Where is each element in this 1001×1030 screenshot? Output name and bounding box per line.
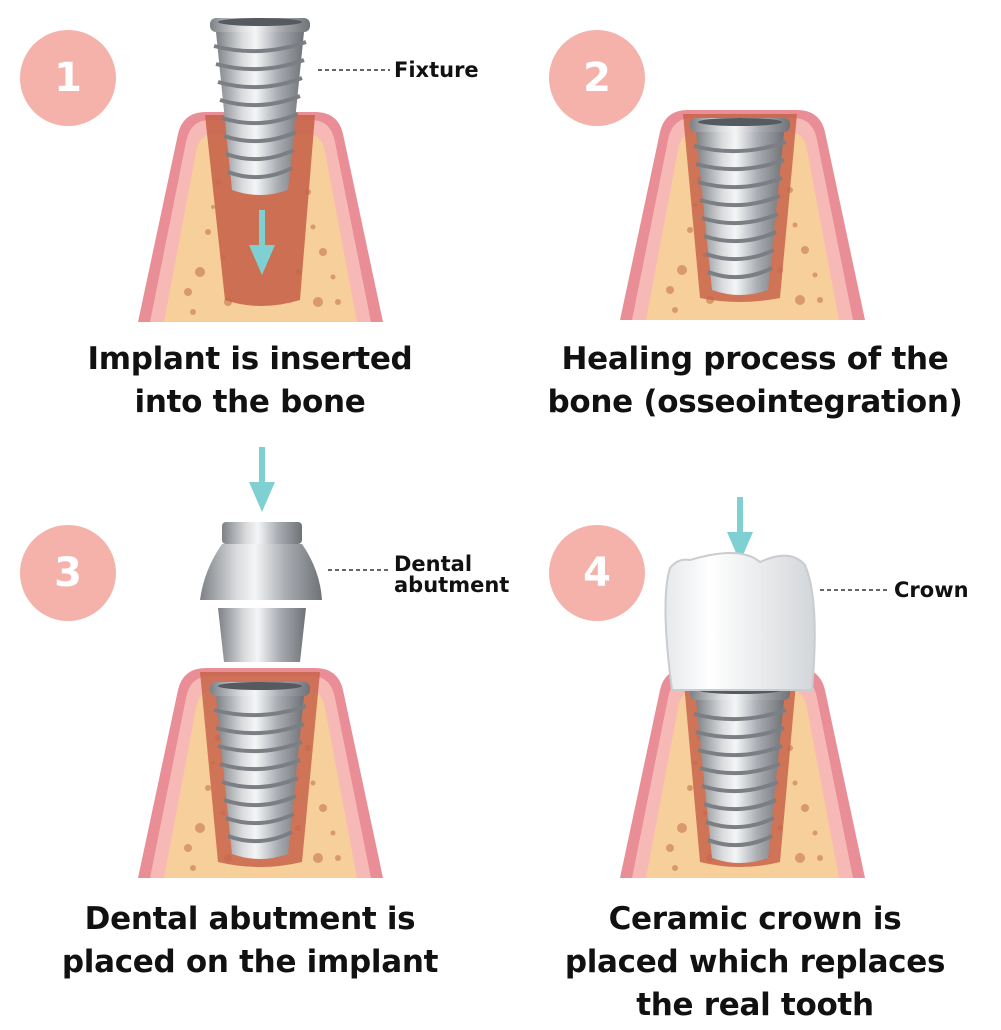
- abutment: [200, 522, 322, 662]
- abutment-label-line2: abutment: [394, 573, 510, 597]
- caption-line: Healing process of the: [561, 341, 949, 377]
- caption-line: Ceramic crown is: [608, 901, 902, 937]
- caption-line: Dental abutment is: [84, 901, 416, 937]
- caption-line: into the bone: [134, 384, 366, 420]
- step-4-caption: Ceramic crown is placed which replaces t…: [515, 898, 995, 1027]
- abutment-label: Dental abutment: [394, 554, 509, 596]
- crown-label: Crown: [894, 578, 969, 602]
- step-badge-1: 1: [20, 30, 116, 126]
- caption-line: the real tooth: [636, 987, 874, 1023]
- step-badge-4: 4: [549, 525, 645, 621]
- caption-line: Implant is inserted: [87, 341, 413, 377]
- caption-line: placed which replaces: [564, 944, 946, 980]
- step-3-caption: Dental abutment is placed on the implant: [10, 898, 490, 984]
- step-badge-3: 3: [20, 525, 116, 621]
- fixture-label: Fixture: [394, 58, 479, 82]
- caption-line: placed on the implant: [61, 944, 439, 980]
- step-badge-2: 2: [549, 30, 645, 126]
- step-1-caption: Implant is inserted into the bone: [20, 338, 480, 424]
- ceramic-crown: [664, 551, 816, 691]
- step-2-caption: Healing process of the bone (osseointegr…: [515, 338, 995, 424]
- caption-line: bone (osseointegration): [547, 384, 963, 420]
- abutment-label-line1: Dental: [394, 552, 473, 576]
- down-arrow-icon: [249, 447, 275, 512]
